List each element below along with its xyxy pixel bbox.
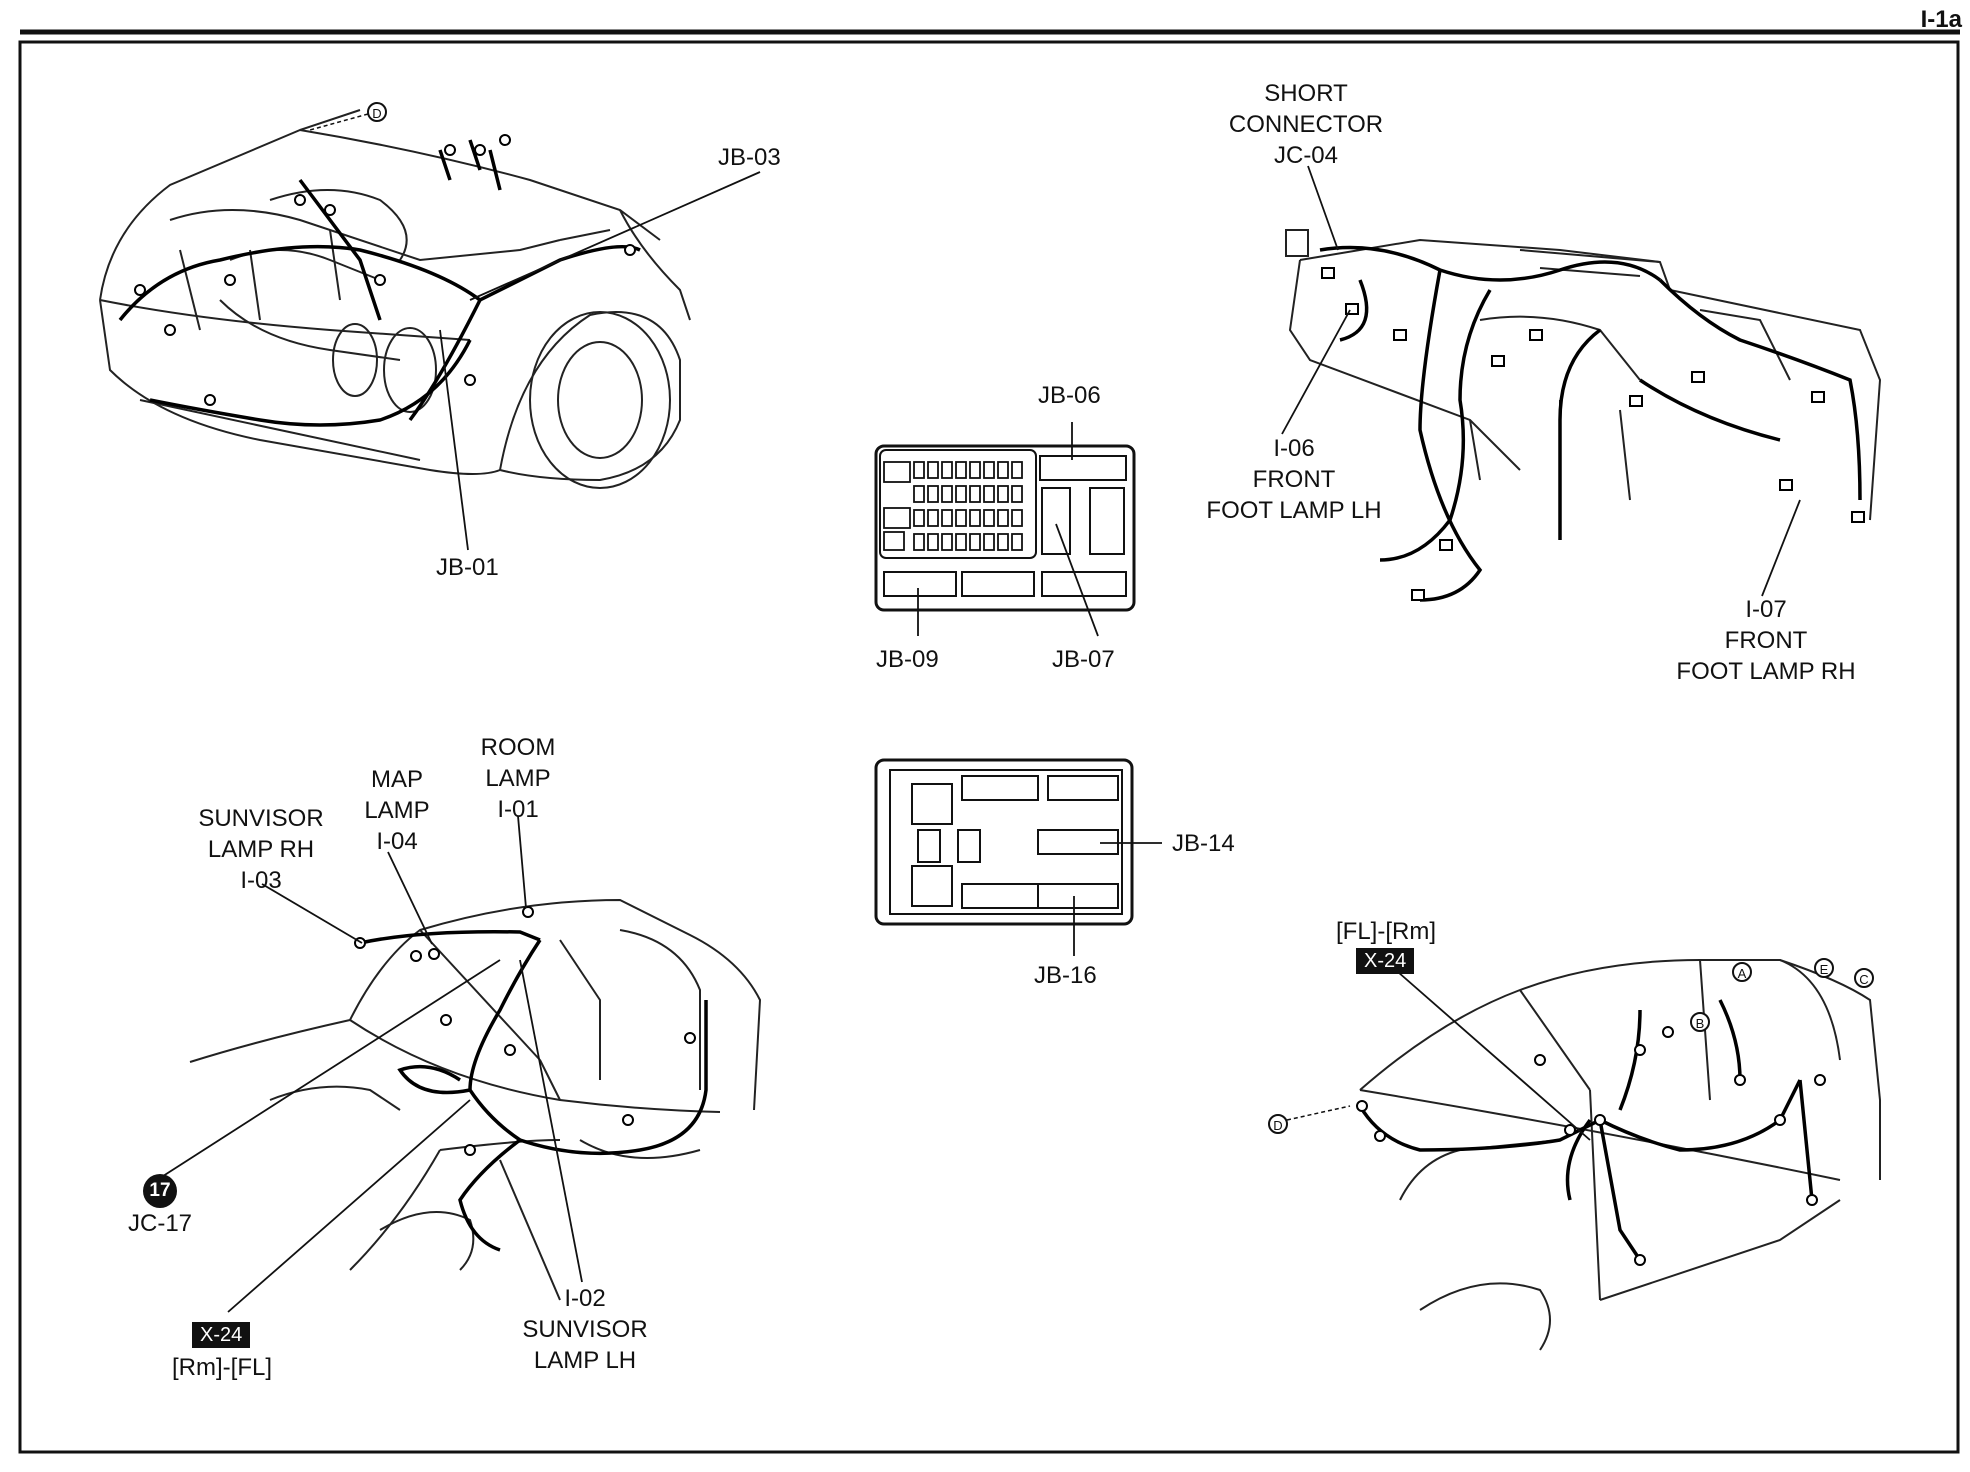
junction-block-top [874,444,1136,612]
x24-left-badge: X-24 [192,1322,251,1348]
leader-d-top [309,113,369,131]
page-id: I-1a [1920,6,1962,33]
leader-jb07 [1055,523,1099,637]
label-i02-line-1: I-02 [564,1285,606,1312]
fuse-grid [883,461,1023,551]
label-jc17: JC-17 [128,1210,193,1237]
leader-jc04 [1307,165,1339,251]
label-jb03: JB-03 [718,144,781,171]
engine-bay-drawing [99,109,691,489]
label-jc04-line-3: JC-04 [1273,142,1339,169]
label-short-connector-jc04: SHORT CONNECTOR JC-04 [1226,78,1386,171]
leader-d-right [1286,1105,1351,1121]
label-i01-line-1: ROOM [480,734,556,761]
leader-jb03 [469,171,761,301]
label-i04-line-3: I-04 [376,828,418,855]
leader-x24-right [1397,971,1591,1141]
label-jc04-line-1: SHORT [1264,80,1348,107]
label-jb01: JB-01 [436,554,499,581]
leader-jb01 [439,329,469,551]
label-i02-line-3: LAMP LH [533,1347,637,1374]
label-i03-sunvisor-lamp-rh: SUNVISOR LAMP RH I-03 [186,803,336,896]
engine-connectors [134,134,636,406]
leader-i01 [517,815,527,909]
label-i02-line-2: SUNVISOR [522,1316,648,1343]
label-i06-line-2: FRONT [1252,466,1336,493]
connector-mark-d-top: D [372,106,381,121]
label-i03-line-1: SUNVISOR [198,805,324,832]
label-i04-line-1: MAP [370,766,423,793]
connector-mark-c-circle [1854,968,1874,988]
label-i07-line-3: FOOT LAMP RH [1676,658,1856,685]
label-i01-room-lamp: ROOM LAMP I-01 [468,732,568,825]
connector-mark-a-circle [1732,962,1752,982]
label-jb06: JB-06 [1038,382,1101,409]
instrument-panel-connectors [1321,267,1865,601]
jc17-bullet: 17 [143,1174,177,1208]
label-x24-right-caption: [FL]-[Rm] [1336,918,1436,945]
label-i03-line-3: I-03 [240,867,282,894]
label-i04-map-lamp: MAP LAMP I-04 [352,764,442,857]
label-jb16: JB-16 [1034,962,1097,989]
label-i07-line-2: FRONT [1724,627,1808,654]
label-jb14: JB-14 [1172,830,1235,857]
connector-mark-c: C [1859,972,1868,987]
connector-mark-b-circle [1690,1012,1710,1032]
leader-jc17 [159,959,501,1179]
instrument-panel-harness [1319,245,1862,602]
right-car-drawing [1359,959,1881,1351]
leader-i03 [261,883,363,944]
connector-mark-a: A [1738,966,1747,981]
label-i06-line-3: FOOT LAMP LH [1206,497,1382,524]
connector-mark-d-right-circle [1268,1114,1288,1134]
label-jb09: JB-09 [876,646,939,673]
label-i07-line-1: I-07 [1745,596,1787,623]
leader-i06 [1281,309,1351,435]
connector-mark-e-circle [1814,958,1834,978]
left-car-harness [359,929,708,1252]
connector-mark-d-top-circle [367,102,387,122]
label-i01-line-3: I-01 [497,796,539,823]
junction-block-bottom [874,758,1134,926]
label-jb07: JB-07 [1052,646,1115,673]
left-car-drawing [189,898,762,1301]
left-car-connectors [354,906,696,1156]
label-jc04-line-2: CONNECTOR [1228,111,1384,138]
label-i06-line-1: I-06 [1273,435,1315,462]
label-x24-left-caption: [Rm]-[FL] [172,1354,272,1381]
label-i02-sunvisor-lamp-lh: I-02 SUNVISOR LAMP LH [510,1283,660,1376]
x24-right-badge: X-24 [1356,948,1415,974]
right-car-connectors [1356,1026,1826,1266]
label-i04-line-2: LAMP [364,797,430,824]
label-i06-front-foot-lamp-lh: I-06 FRONT FOOT LAMP LH [1194,433,1394,526]
right-car-harness [1358,999,1814,1261]
label-i01-line-2: LAMP [485,765,551,792]
leader-i04 [387,851,433,945]
label-i07-front-foot-lamp-rh: I-07 FRONT FOOT LAMP RH [1666,594,1866,687]
connector-mark-b: B [1696,1016,1705,1031]
connector-mark-d-right: D [1273,1118,1282,1133]
page-border [18,40,1960,1454]
leader-i07 [1761,499,1801,597]
label-i03-line-2: LAMP RH [207,836,315,863]
leader-x24-left [227,1099,471,1313]
connector-mark-e: E [1820,962,1829,977]
leader-i02 [519,959,583,1283]
